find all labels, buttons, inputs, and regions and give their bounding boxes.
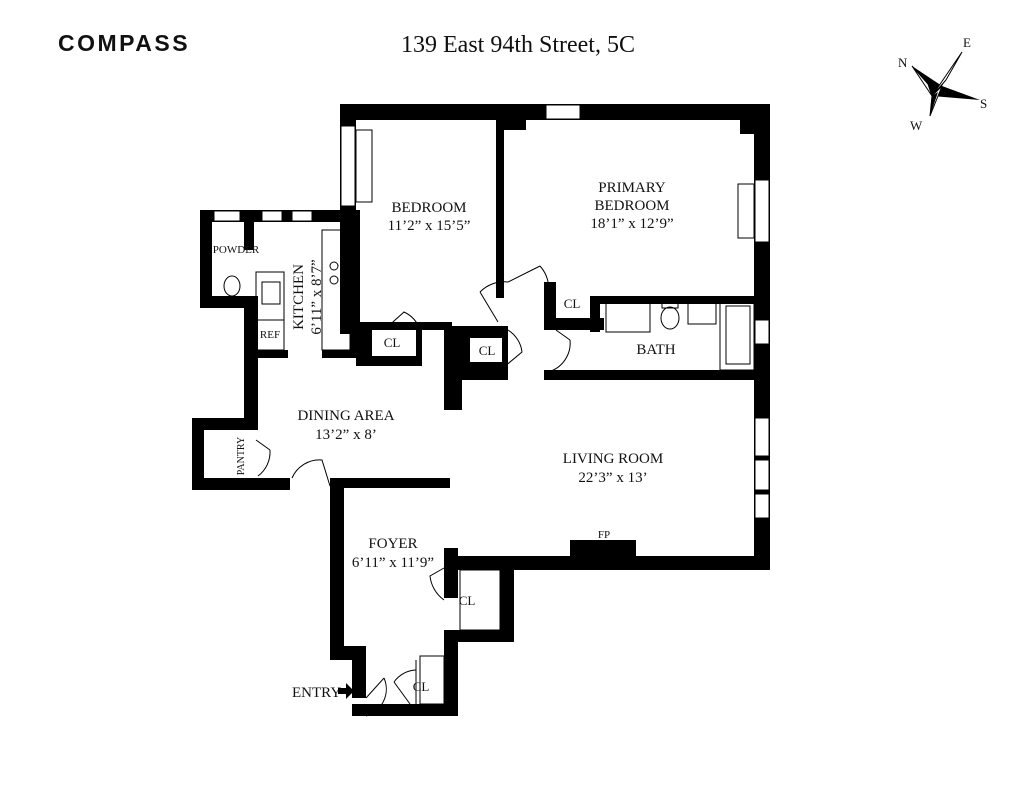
closet-label: CL	[564, 296, 581, 311]
closet-label: CL	[413, 679, 430, 694]
closet-label: CL	[479, 343, 496, 358]
compass-s-label: S	[980, 96, 987, 111]
closet-label: CL	[459, 593, 476, 608]
room-primary-bedroom: PRIMARY BEDROOM 18’1” x 12’9”	[590, 180, 673, 232]
entry-label: ENTRY	[292, 685, 341, 701]
primary-name-line2: BEDROOM	[594, 198, 669, 214]
compass-logo: COMPASS	[58, 30, 190, 56]
ref-label: REF	[260, 329, 280, 341]
brand-name: COMPASS	[58, 30, 190, 56]
foyer-dims: 6’11” x 11’9”	[352, 555, 434, 571]
room-living-room: LIVING ROOM 22’3” x 13’	[563, 451, 663, 486]
foyer-name: FOYER	[368, 536, 417, 552]
fireplace-label: FP	[598, 529, 610, 541]
bath-label: BATH	[636, 342, 675, 358]
powder-label: POWDER	[213, 244, 260, 256]
primary-name-line1: PRIMARY	[598, 180, 666, 196]
compass-w-label: W	[910, 118, 923, 133]
bedroom-name: BEDROOM	[391, 200, 466, 216]
room-dining-area: DINING AREA 13’2” x 8’	[297, 408, 394, 443]
room-bedroom: BEDROOM 11’2” x 15’5”	[388, 200, 471, 234]
room-kitchen: KITCHEN 6’11” x 8’7”	[291, 259, 325, 334]
kitchen-dims: 6’11” x 8’7”	[309, 259, 325, 334]
pantry-label: PANTRY	[236, 437, 247, 476]
compass-e-label: E	[963, 35, 971, 50]
dining-dims: 13’2” x 8’	[315, 427, 377, 443]
windows	[213, 104, 770, 519]
closet-label: CL	[384, 335, 401, 350]
listing-address: 139 East 94th Street, 5C	[401, 32, 635, 58]
walls	[192, 104, 770, 716]
living-name: LIVING ROOM	[563, 451, 663, 467]
dining-name: DINING AREA	[297, 408, 394, 424]
kitchen-name: KITCHEN	[291, 264, 307, 330]
entry-arrow-icon	[338, 683, 354, 699]
fixtures	[223, 129, 755, 717]
room-foyer: FOYER 6’11” x 11’9”	[352, 536, 434, 571]
bedroom-dims: 11’2” x 15’5”	[388, 218, 471, 234]
compass-rose-icon: N E S W	[898, 35, 987, 133]
primary-dims: 18’1” x 12’9”	[590, 216, 673, 232]
compass-n-label: N	[898, 55, 908, 70]
living-dims: 22’3” x 13’	[578, 470, 647, 486]
